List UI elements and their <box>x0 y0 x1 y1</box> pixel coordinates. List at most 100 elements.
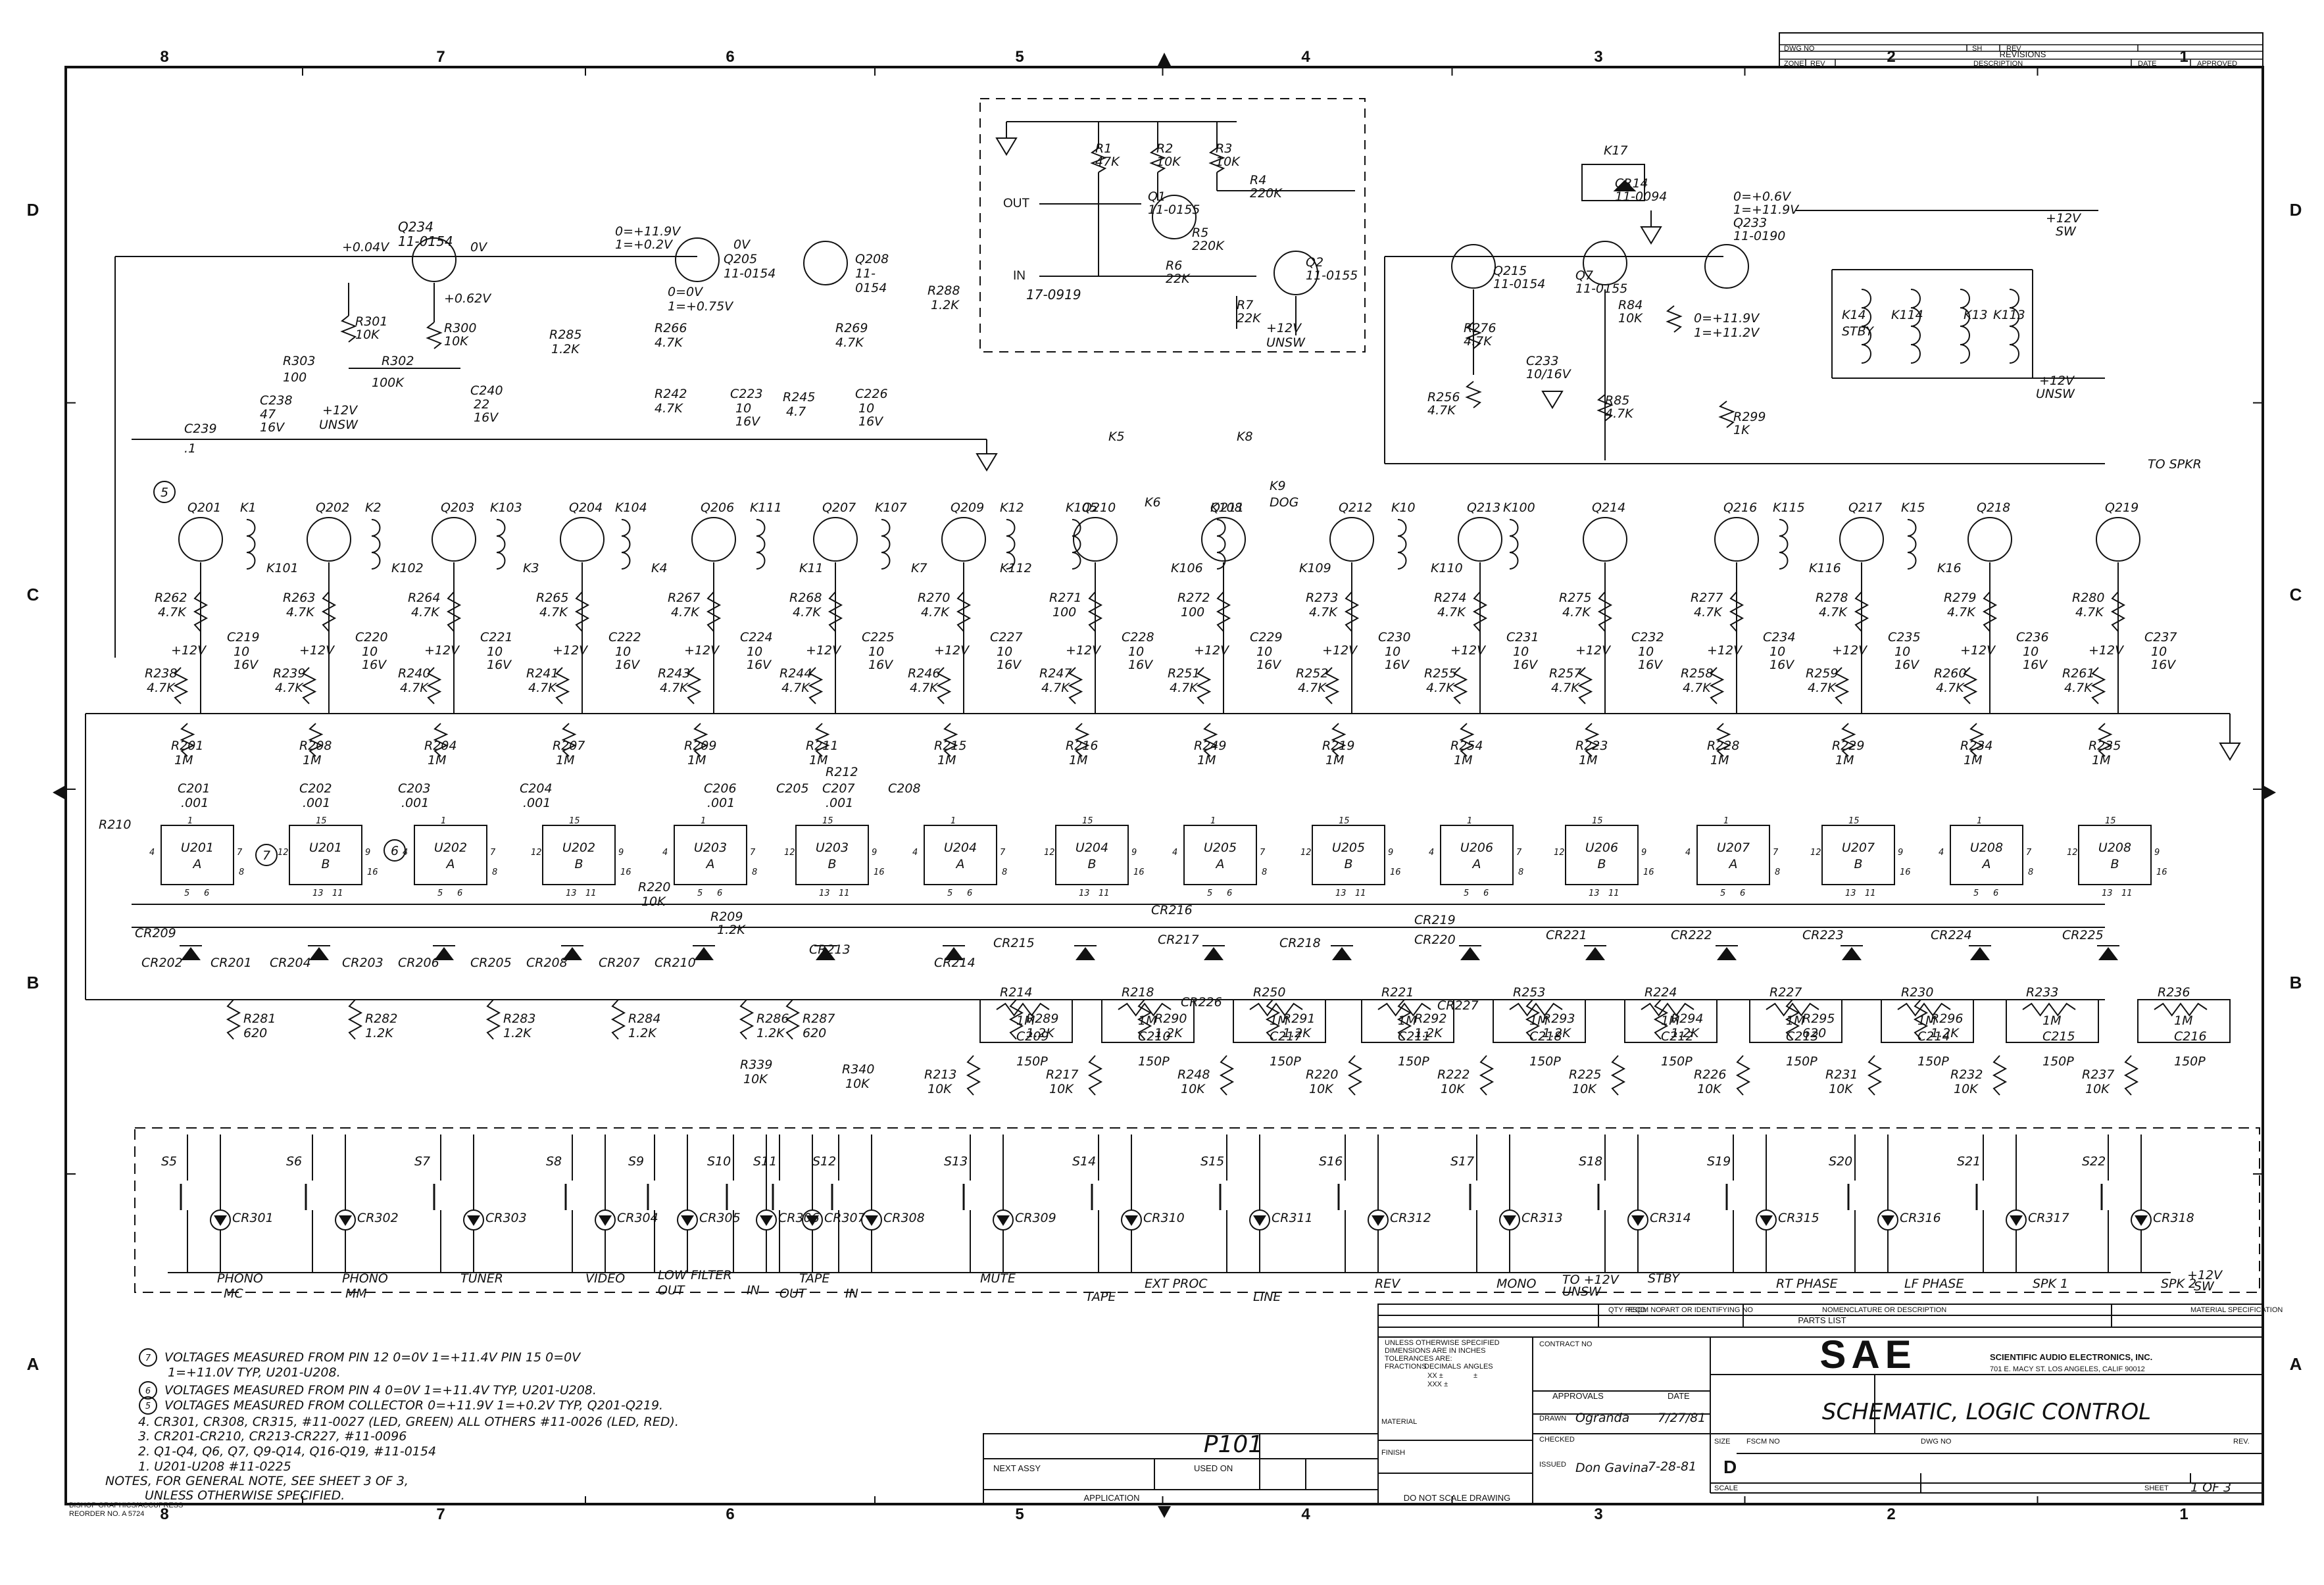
load-r-val: 620 <box>1802 1026 1826 1040</box>
gate-pin: 6 <box>1740 889 1745 898</box>
coll-resistor-val: 4.7K <box>286 605 315 620</box>
gate-pin: 12 <box>278 848 289 858</box>
relay-coil <box>246 552 256 570</box>
gate-resistor-ref: R215 <box>934 739 966 753</box>
c226-v: 16V <box>858 414 884 429</box>
led-symbol <box>1372 1215 1385 1226</box>
led-symbol <box>2010 1215 2023 1226</box>
diode-label: CR223 <box>1802 928 1844 942</box>
load-r-val: 1.2K <box>1154 1026 1183 1040</box>
gate-pin: 12 <box>531 848 542 858</box>
gate-unit: U208 <box>1970 841 2003 855</box>
coll-resistor-val: 4.7K <box>1562 605 1591 620</box>
panel-label: LINE <box>1253 1290 1281 1304</box>
pulldown-val: 10K <box>1697 1082 1722 1096</box>
gate-pin: 8 <box>2028 867 2033 877</box>
gate-resistor-val: 1M <box>1964 753 1982 768</box>
gate-U203B <box>795 825 869 885</box>
gate-resistor-ref: R229 <box>1832 739 1864 753</box>
parts-col: MATERIAL SPECIFICATION <box>2190 1306 2283 1314</box>
gate-pin: 7 <box>1773 848 1779 858</box>
power-val: 11-0154 <box>1493 277 1545 291</box>
gate-resistor-ref: R254 <box>1450 739 1483 753</box>
note-line: 4. CR301, CR308, CR315, #11-0027 (LED, G… <box>138 1415 679 1429</box>
transistor-Q212 <box>1329 517 1374 562</box>
relay-coil <box>1072 535 1081 553</box>
relay-coil <box>1072 552 1081 570</box>
relay-top-label: K103 <box>490 500 522 515</box>
relay-coil <box>756 552 766 570</box>
bank-r-val: 1M <box>1016 1013 1035 1028</box>
gate-pin: 16 <box>1643 867 1654 877</box>
cap-val: 10 <box>2151 645 2167 659</box>
sub-part-ref: Q1 <box>1148 189 1166 204</box>
gate-resistor-ref: R201 <box>171 739 203 753</box>
supply-12v: +12V <box>934 643 970 658</box>
diode-label: CR221 <box>1546 928 1587 942</box>
bank-c-val: 150P <box>1398 1054 1429 1069</box>
zone-right-A: A <box>2290 1354 2302 1374</box>
led-symbol <box>806 1215 819 1226</box>
sub-part-val: 220K <box>1192 239 1225 253</box>
r242-val: 4.7K <box>655 401 683 416</box>
power-relay-section: Q21511-0154R2764.7KC23310/16VR2564.7KK17… <box>1384 143 2202 472</box>
relay-coil <box>371 535 381 553</box>
r285-val: 1.2K <box>551 342 580 356</box>
rail-sw-s: SW <box>2056 224 2077 239</box>
cap-val: 10 <box>362 645 378 659</box>
tb-next-assy: NEXT ASSY <box>993 1463 1041 1473</box>
gate-U201A <box>161 825 234 885</box>
bank-c-ref: C209 <box>1016 1029 1049 1044</box>
pulldown-val: 10K <box>1309 1082 1334 1096</box>
resistor-symbol <box>1249 1002 1303 1017</box>
relay-mid-label: K16 <box>1937 561 1962 575</box>
tolerance-line: ± <box>1473 1372 1477 1380</box>
base-resistor-ref: R257 <box>1549 666 1581 681</box>
relay-coil <box>621 552 631 570</box>
timing-cap-ref: C204 <box>520 781 553 796</box>
transistor-label: Q212 <box>1339 500 1372 515</box>
coll-resistor-val: 4.7K <box>1819 605 1848 620</box>
panel-label: +12V <box>2187 1268 2223 1282</box>
switch-label: S10 <box>707 1154 731 1169</box>
gate-pin: 15 <box>1339 816 1350 826</box>
tb-date: DATE <box>1668 1391 1690 1401</box>
led-symbol <box>467 1215 480 1226</box>
led-symbol <box>1125 1215 1138 1226</box>
gate-pin: 16 <box>1133 867 1145 877</box>
r302-ref: R302 <box>382 354 414 368</box>
panel-label: SPK 2 <box>2161 1277 2196 1291</box>
supply-12v: +12V <box>684 643 720 658</box>
cap-ref: C219 <box>227 630 260 645</box>
zone-top-5: 5 <box>1015 48 1024 66</box>
coll-resistor-ref: R265 <box>536 591 568 605</box>
resistor-symbol <box>1584 723 1600 757</box>
gate-unit: U206 <box>1460 841 1493 855</box>
sub-part-ref: Q2 <box>1306 255 1323 270</box>
resistor-symbol <box>828 591 843 632</box>
gate-pin: 9 <box>2154 848 2160 858</box>
resistor-symbol <box>966 1055 981 1096</box>
power-val: 4.7K <box>1605 406 1634 421</box>
bank-r-ref: R236 <box>2158 985 2190 1000</box>
transistor-label: Q206 <box>701 500 734 515</box>
coll-resistor-ref: R263 <box>283 591 315 605</box>
gate-pin: 5 <box>1207 889 1212 898</box>
gate-resistor-ref: R208 <box>299 739 332 753</box>
panel-label: LF PHASE <box>1904 1277 1964 1291</box>
bank-r-ref: R221 <box>1381 985 1414 1000</box>
resistor-symbol <box>1087 1055 1103 1096</box>
relay-mid-label: K109 <box>1299 561 1331 575</box>
note-marker <box>383 839 406 862</box>
gate-U206B <box>1565 825 1639 885</box>
gate-pin: 12 <box>1810 848 1821 858</box>
gate-pin: 6 <box>204 889 209 898</box>
note-line: 3. CR201-CR210, CR213-CR227, #11-0096 <box>138 1429 407 1444</box>
load-r-ref: R293 <box>1543 1012 1575 1026</box>
power-val: 4.7K <box>1464 334 1493 349</box>
led-symbol <box>1503 1215 1516 1226</box>
diode-label: CR204 <box>270 956 311 970</box>
transistor-label: Q218 <box>1977 500 2010 515</box>
bank-r-ref: R227 <box>1769 985 1802 1000</box>
relay-coil <box>1509 552 1519 570</box>
